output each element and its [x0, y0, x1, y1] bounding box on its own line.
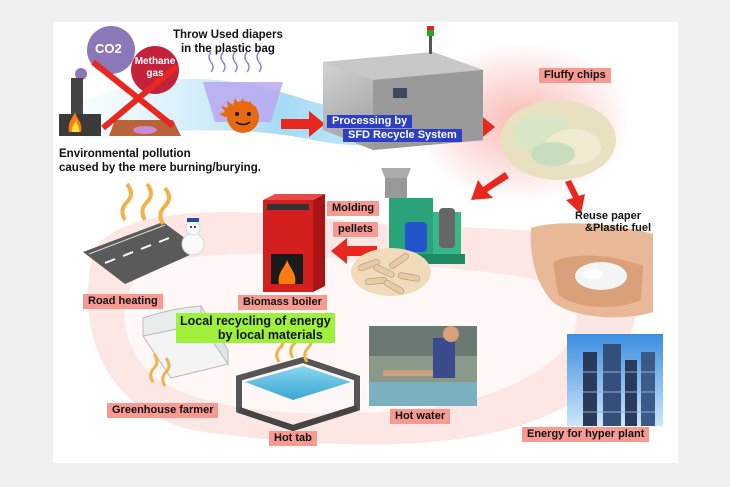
hands-chips-icon [530, 223, 653, 318]
arrow-to-reuse [565, 180, 585, 214]
fluffy-chips-icon [500, 100, 616, 180]
chimney-icon [71, 78, 83, 123]
diagram-graphics [59, 26, 663, 445]
co2-label: CO2 [95, 41, 122, 56]
local-recycling-line1: Local recycling of energy [180, 314, 331, 328]
arrow-to-machine [281, 111, 325, 137]
steam-icon [208, 51, 262, 73]
pellets-label: pellets [333, 222, 378, 237]
pollution-label-line2: caused by the mere burning/burying. [59, 162, 261, 174]
methane-label-line2: gas [146, 68, 164, 79]
road-heating-label: Road heating [83, 294, 163, 309]
pellets-icon [351, 248, 431, 296]
fluffy-chips-label: Fluffy chips [539, 68, 611, 83]
arrow-to-boiler [331, 238, 377, 264]
co2-bubble [87, 26, 135, 74]
biomass-boiler-label: Biomass boiler [238, 295, 327, 310]
power-plant-photo [567, 334, 663, 426]
methane-label: Methane gas [133, 56, 177, 80]
road-heating-icon [83, 182, 201, 284]
processing-label-line1: Processing by [327, 115, 413, 128]
pollution-label-line1: Environmental pollution [59, 148, 191, 160]
snowman-icon [181, 218, 205, 256]
biomass-boiler-icon [263, 194, 325, 292]
reuse-label-line2: &Plastic fuel [585, 222, 652, 234]
arrow-to-pellet-mill [471, 172, 509, 200]
hot-water-photo [369, 326, 477, 406]
pollution-label: Environmental pollution caused by the me… [59, 147, 261, 175]
hot-tab-label: Hot tab [269, 431, 317, 446]
molding-label: Molding [327, 201, 380, 216]
methane-label-line1: Methane [134, 56, 176, 67]
local-recycling-line2: by local materials [217, 328, 323, 342]
methane-bubble [131, 46, 179, 94]
used-diaper-icon [219, 98, 259, 133]
diagram-canvas: CO2 Methane gas Throw Used diapers in th… [53, 22, 678, 463]
energy-plant-label: Energy for hyper plant [522, 427, 650, 442]
cross-icon [91, 59, 175, 129]
greenhouse-farmer-label: Greenhouse farmer [107, 403, 219, 418]
reuse-label: Reuse paper &Plastic fuel [575, 210, 651, 234]
local-recycling-label: Local recycling of energy by local mater… [176, 313, 335, 343]
throw-label-line2: in the plastic bag [180, 43, 275, 55]
reuse-label-line1: Reuse paper [575, 210, 642, 222]
throw-label: Throw Used diapers in the plastic bag [173, 28, 283, 56]
throw-label-line1: Throw Used diapers [173, 29, 283, 41]
hot-water-label: Hot water [390, 409, 451, 424]
processing-label-line2: SFD Recycle System [343, 129, 462, 142]
